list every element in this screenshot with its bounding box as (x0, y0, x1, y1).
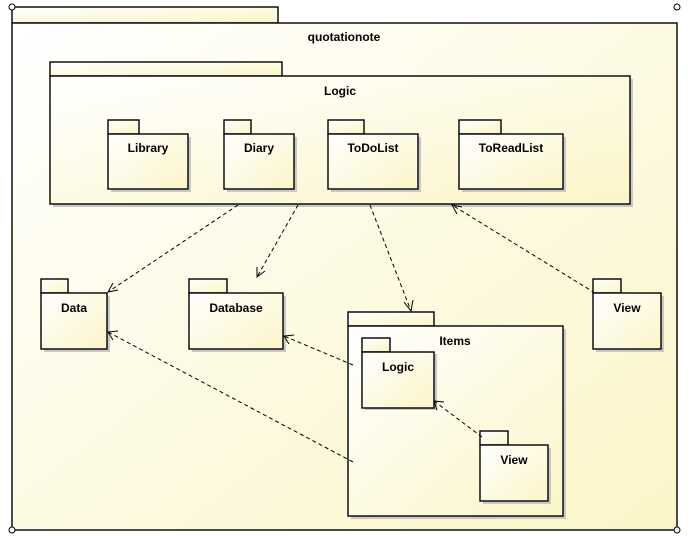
package-title: Logic (324, 84, 356, 98)
package-tab (188, 278, 228, 294)
dependency-logic-to-data (107, 204, 239, 293)
package-tab (347, 311, 435, 327)
dependency-items-view-to-items-logic (433, 400, 483, 438)
package-tab (327, 119, 365, 135)
resize-handle-bottom-left[interactable] (8, 526, 16, 534)
package-tab (40, 278, 69, 294)
package-title: Data (61, 301, 87, 315)
package-view[interactable]: View (592, 278, 664, 352)
package-data[interactable]: Data (40, 278, 110, 352)
package-tab (11, 6, 279, 24)
package-title: Database (209, 301, 263, 315)
dependency-items-to-database (283, 334, 354, 366)
resize-handle-bottom-right[interactable] (673, 526, 681, 534)
package-title: View (500, 453, 528, 467)
package-body (479, 444, 549, 502)
package-tab (107, 119, 140, 135)
package-body (361, 351, 435, 409)
package-items[interactable]: Items (347, 311, 566, 519)
package-title: Diary (244, 141, 274, 155)
dependency-logic-to-database (256, 204, 299, 278)
resize-handle-top-left[interactable] (8, 3, 16, 11)
package-tab (592, 278, 622, 294)
package-diary[interactable]: Diary (223, 119, 297, 192)
package-tab (223, 119, 252, 135)
package-title: quotationote (308, 30, 381, 44)
package-body (592, 292, 662, 350)
package-tab (49, 61, 283, 77)
dependency-view-to-logic (451, 204, 596, 294)
package-todolist[interactable]: ToDoList (327, 119, 421, 192)
package-title: Library (128, 141, 169, 155)
selection-handles[interactable] (8, 3, 681, 534)
package-database[interactable]: Database (188, 278, 286, 352)
package-tab (458, 119, 502, 135)
package-tab (479, 430, 509, 446)
package-tab (361, 337, 391, 353)
package-title: Items (439, 334, 471, 348)
package-body (223, 133, 295, 190)
package-title: View (613, 301, 641, 315)
package-items-logic[interactable]: Logic (361, 337, 437, 410)
resize-handle-top-right[interactable] (673, 3, 681, 11)
package-body (188, 292, 284, 350)
dependency-items-to-data (107, 330, 354, 463)
package-title: Logic (382, 360, 414, 374)
package-body (40, 292, 108, 350)
package-title: ToDoList (347, 141, 398, 155)
package-body (327, 133, 419, 190)
package-library[interactable]: Library (107, 119, 191, 192)
package-body (107, 133, 189, 190)
dependency-logic-to-items (369, 204, 414, 313)
package-items-view[interactable]: View (479, 430, 551, 504)
package-title: ToReadList (479, 141, 543, 155)
package-toreadlist[interactable]: ToReadList (458, 119, 566, 192)
package-body (458, 133, 564, 190)
